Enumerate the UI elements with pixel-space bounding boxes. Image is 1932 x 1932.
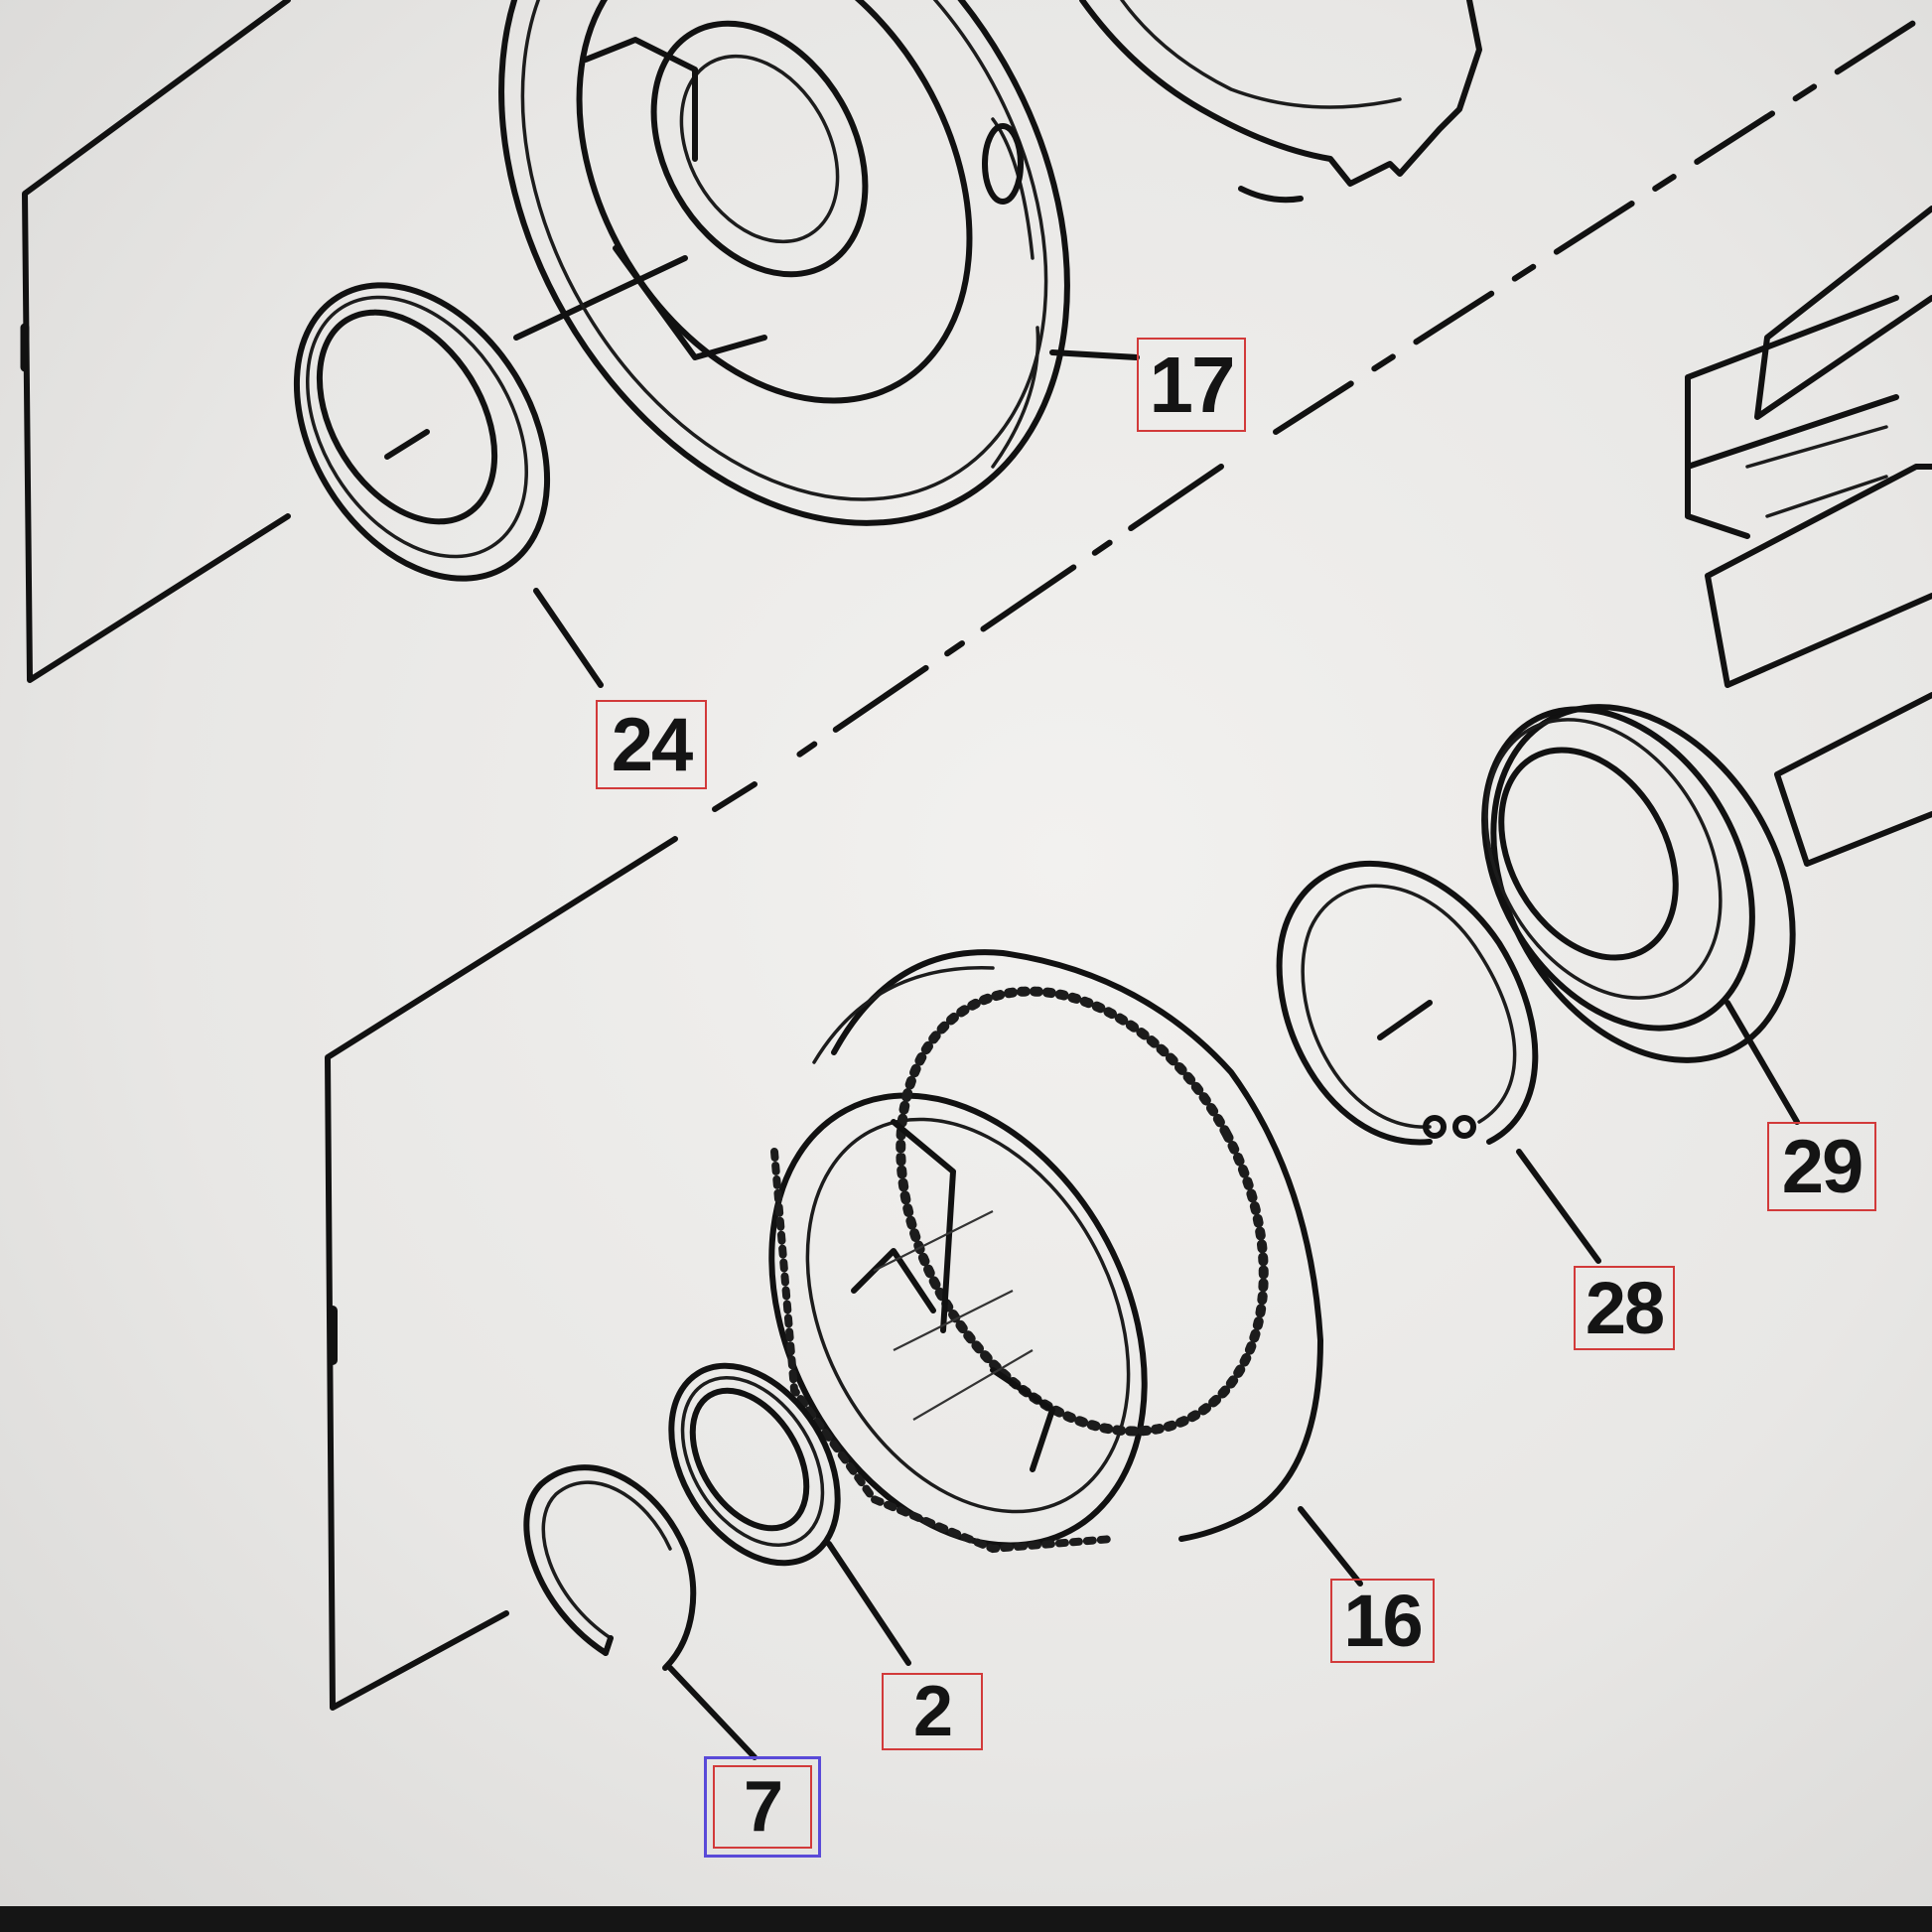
callout-28[interactable]: 28 [1574, 1266, 1675, 1350]
leader-lines [533, 349, 1800, 1760]
part-2-thrust-washer[interactable] [637, 1335, 873, 1592]
lower-group-bracket [325, 836, 678, 1711]
callout-2[interactable]: 2 [882, 1672, 983, 1751]
callout-16[interactable]: 16 [1330, 1579, 1435, 1663]
part-7-retaining-clip[interactable] [523, 1464, 697, 1671]
callout-17[interactable]: 17 [1137, 338, 1246, 432]
clutch-plate-top-right [1079, 0, 1482, 204]
part-28-snap-ring[interactable] [1276, 860, 1539, 1146]
callout-29[interactable]: 29 [1767, 1122, 1876, 1211]
upper-group-bracket [20, 0, 291, 683]
monitor-bezel [0, 1906, 1932, 1932]
part-24-seal-ring[interactable] [245, 239, 599, 624]
shaft-assembly-right [1685, 206, 1932, 867]
callout-7-selected[interactable]: 7 [704, 1756, 821, 1858]
part-16-gear-drum[interactable] [697, 928, 1336, 1610]
callout-24[interactable]: 24 [596, 700, 707, 789]
part-29-bearing[interactable] [1430, 653, 1854, 1114]
part-17-flange-hub[interactable] [386, 0, 1182, 624]
assembly-axis-lines [513, 12, 1929, 812]
